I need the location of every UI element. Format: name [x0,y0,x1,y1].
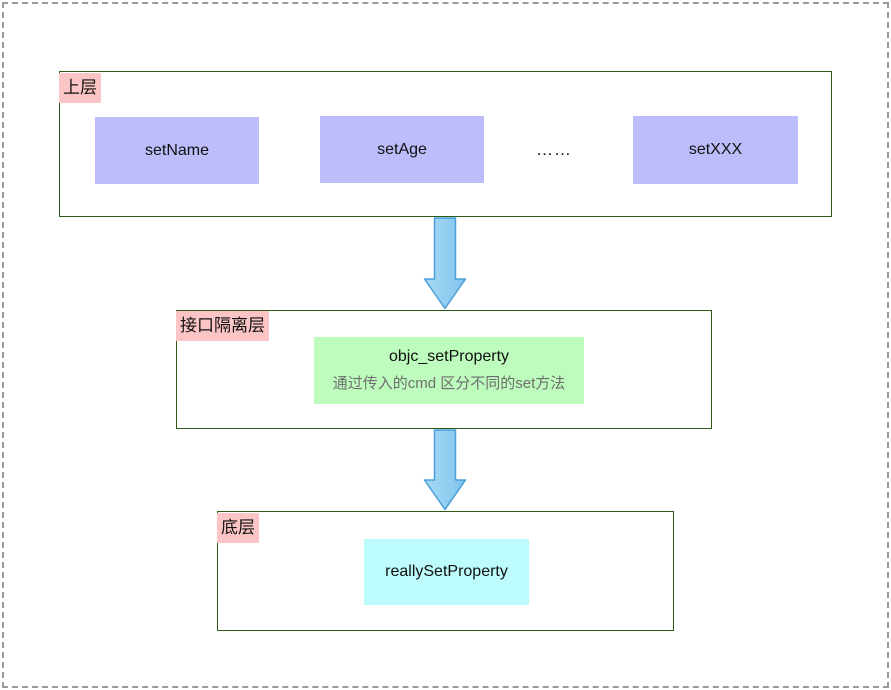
node-setage: setAge [320,116,484,183]
top-layer-label: 上层 [59,73,101,103]
node-reallysetproperty: reallySetProperty [364,539,529,605]
bottom-layer-box: reallySetProperty [217,511,674,631]
ellipsis-text: …… [536,139,572,159]
middle-layer-label: 接口隔离层 [176,311,269,341]
down-arrow-icon [423,217,467,310]
down-arrow-icon [423,429,467,511]
bottom-layer-label: 底层 [217,513,259,543]
node-objc-subtitle: 通过传入的cmd 区分不同的set方法 [332,375,566,392]
node-setname: setName [95,117,259,184]
top-layer-box: setName setAge …… setXXX [59,71,832,217]
node-setxxx: setXXX [633,116,798,184]
node-objc-title: objc_setProperty [388,348,510,365]
node-setage-label: setAge [377,140,427,158]
node-really-label: reallySetProperty [385,563,508,580]
node-objc-setproperty: objc_setProperty 通过传入的cmd 区分不同的set方法 [314,337,584,404]
node-setxxx-label: setXXX [688,141,743,158]
node-setname-label: setName [144,141,210,159]
middle-layer-box: objc_setProperty 通过传入的cmd 区分不同的set方法 [176,310,712,429]
